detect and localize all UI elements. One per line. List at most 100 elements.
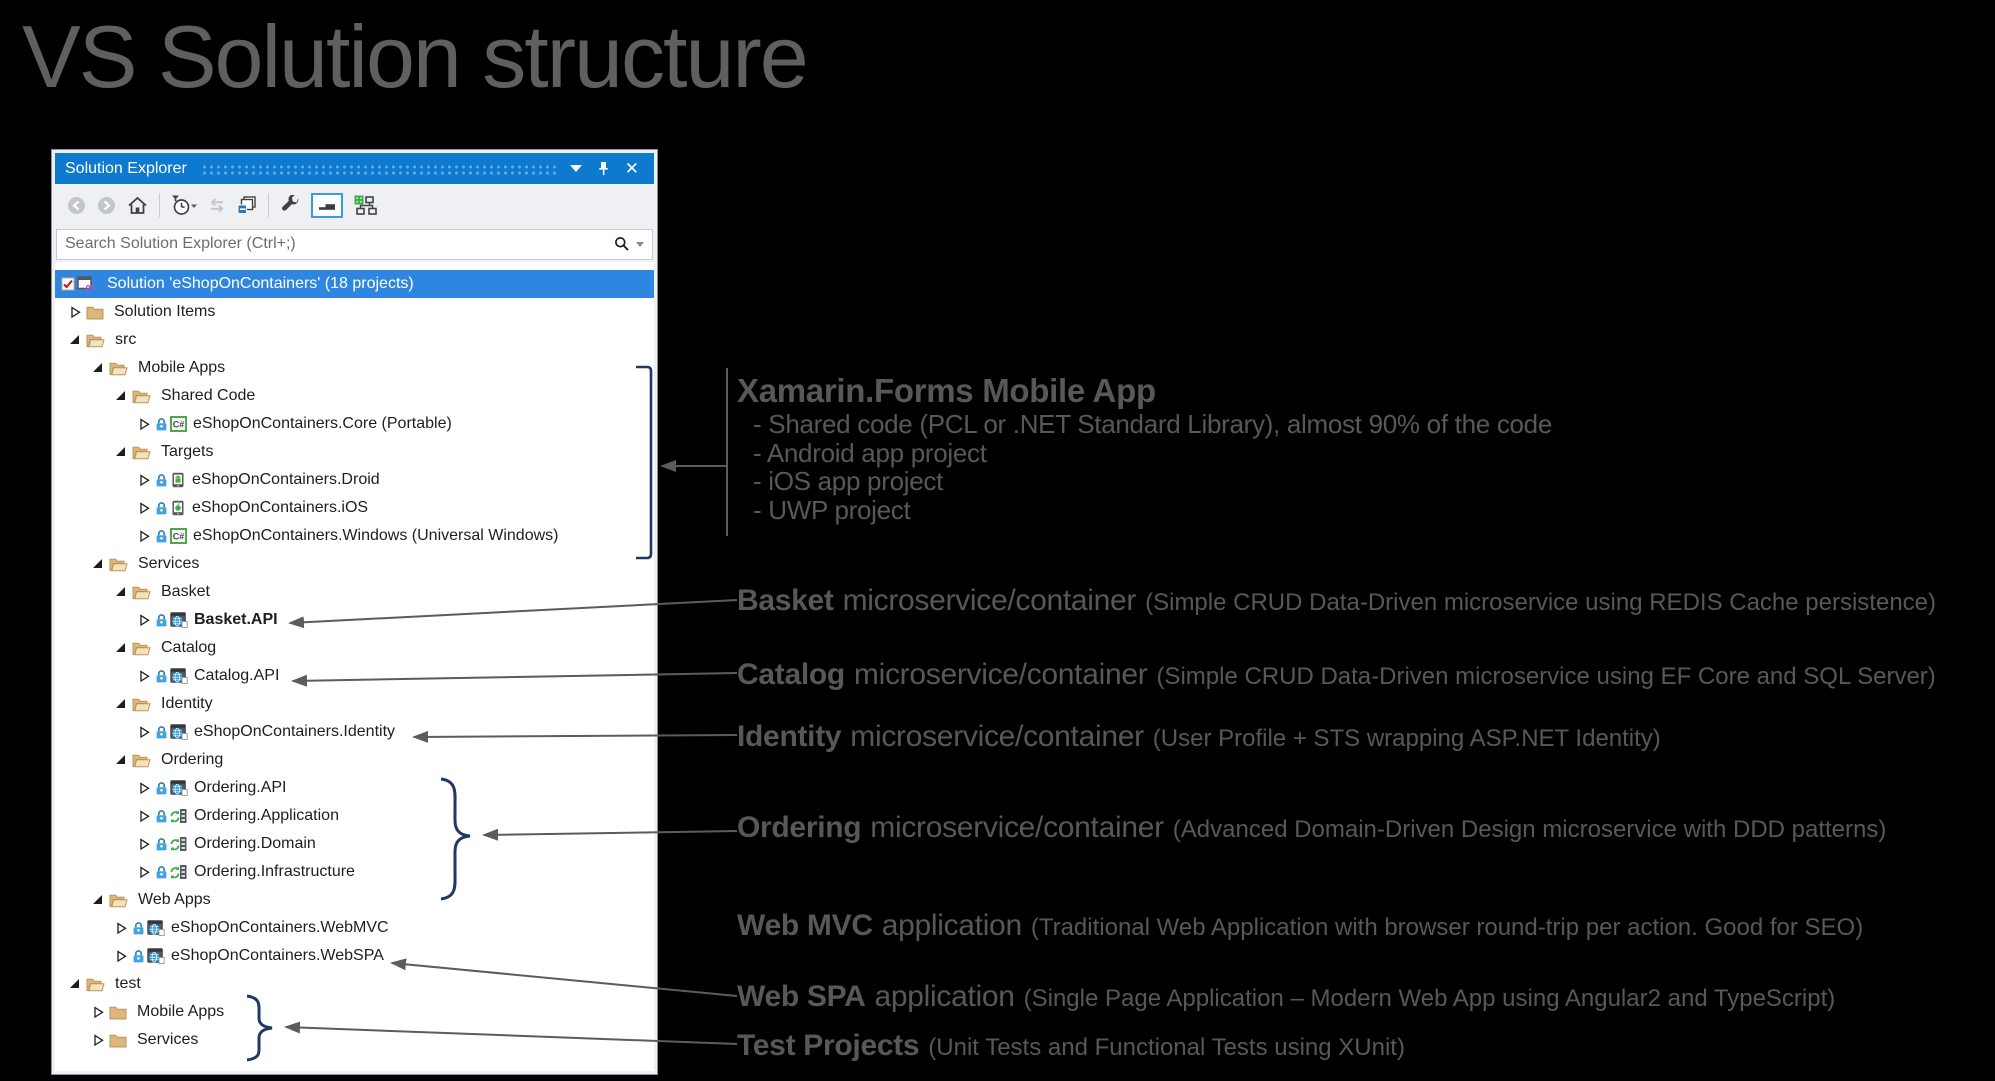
collapsed-arrow-icon[interactable] <box>139 613 155 627</box>
toolbar-separator <box>268 193 269 217</box>
expanded-arrow-icon[interactable] <box>116 754 132 766</box>
tree-item-label: eShopOnContainers.Windows (Universal Win… <box>193 527 559 544</box>
expanded-arrow-icon[interactable] <box>70 978 86 990</box>
tree-item-label: Ordering.API <box>194 779 287 796</box>
lock-icon <box>155 473 168 488</box>
expanded-arrow-icon[interactable] <box>116 390 132 402</box>
close-icon[interactable]: ✕ <box>624 159 639 178</box>
tree-item-eshoponcontainers-windows-universal-windows[interactable]: C# eShopOnContainers.Windows (Universal W… <box>55 522 654 550</box>
search-options-caret-icon[interactable] <box>636 241 644 247</box>
tree-item-web-apps[interactable]: Web Apps <box>55 886 654 914</box>
collapsed-arrow-icon[interactable] <box>116 921 132 935</box>
csharp-icon: C# <box>170 528 187 544</box>
pending-changes-filter-icon[interactable] <box>171 195 197 216</box>
navigate-back-icon[interactable] <box>67 196 86 215</box>
tree-item-test[interactable]: test <box>55 970 654 998</box>
expanded-arrow-icon[interactable] <box>93 362 109 374</box>
expanded-arrow-icon[interactable] <box>116 586 132 598</box>
collapsed-arrow-icon[interactable] <box>139 809 155 823</box>
tree-item-targets[interactable]: Targets <box>55 438 654 466</box>
window-position-icon[interactable] <box>569 165 582 172</box>
tree-item-label: Web Apps <box>138 891 211 908</box>
tree-item-label: Catalog <box>161 639 217 656</box>
tree-item-services[interactable]: Services <box>55 1026 654 1054</box>
annotation-xamarin-bullet: - Android app project <box>753 437 987 468</box>
search-input[interactable] <box>57 234 614 254</box>
preview-selected-items-icon[interactable] <box>311 192 343 218</box>
svg-text:C#: C# <box>173 531 185 541</box>
folder-closed-icon <box>109 1033 127 1048</box>
tree-item-label: Ordering <box>161 751 224 768</box>
tree-item-ordering-domain[interactable]: Ordering.Domain <box>55 830 654 858</box>
tree-item-label: Mobile Apps <box>138 359 226 376</box>
tree-item-basket-api[interactable]: Basket.API <box>55 606 654 634</box>
collapsed-arrow-icon[interactable] <box>139 501 155 515</box>
tree-item-basket[interactable]: Basket <box>55 578 654 606</box>
tree-item-eshoponcontainers-core-portable[interactable]: C#eShopOnContainers.Core (Portable) <box>55 410 654 438</box>
collapsed-arrow-icon[interactable] <box>70 305 86 319</box>
tree-item-eshoponcontainers-droid[interactable]: eShopOnContainers.Droid <box>55 466 654 494</box>
tree-item-ordering-infrastructure[interactable]: Ordering.Infrastructure <box>55 858 654 886</box>
expanded-arrow-icon[interactable] <box>116 642 132 654</box>
tree-item-mobile-apps[interactable]: Mobile Apps <box>55 998 654 1026</box>
tree-item-catalog-api[interactable]: Catalog.API <box>55 662 654 690</box>
annotation-regular-label: microservice/container <box>853 658 1148 691</box>
tree-item-eshoponcontainers-webspa[interactable]: eShopOnContainers.WebSPA <box>55 942 654 970</box>
tree-item-solution-eshoponcontainers-18-projects[interactable]: ∞Solution 'eShopOnContainers' (18 projec… <box>55 270 654 298</box>
tree-item-eshoponcontainers-ios[interactable]: eShopOnContainers.iOS <box>55 494 654 522</box>
collapse-all-icon[interactable] <box>237 195 257 215</box>
tree-item-ordering[interactable]: Ordering <box>55 746 654 774</box>
tree-item-mobile-apps[interactable]: Mobile Apps <box>55 354 654 382</box>
folder-open-icon <box>132 389 151 404</box>
collapsed-arrow-icon[interactable] <box>93 1005 109 1019</box>
collapsed-arrow-icon[interactable] <box>116 949 132 963</box>
collapsed-arrow-icon[interactable] <box>139 473 155 487</box>
tree-item-catalog[interactable]: Catalog <box>55 634 654 662</box>
annotation-regular-label: application <box>881 909 1022 942</box>
tree-item-eshoponcontainers-identity[interactable]: eShopOnContainers.Identity <box>55 718 654 746</box>
svg-text:∞: ∞ <box>85 280 96 293</box>
collapsed-arrow-icon[interactable] <box>139 725 155 739</box>
collapsed-arrow-icon[interactable] <box>139 417 155 431</box>
navigate-forward-icon[interactable] <box>97 196 116 215</box>
tree-item-eshoponcontainers-webmvc[interactable]: eShopOnContainers.WebMVC <box>55 914 654 942</box>
checked-checkbox-icon[interactable] <box>61 277 75 291</box>
auto-hide-pin-icon[interactable] <box>597 161 610 177</box>
folder-open-icon <box>109 893 128 908</box>
expanded-arrow-icon[interactable] <box>70 334 86 346</box>
tree-item-ordering-api[interactable]: Ordering.API <box>55 774 654 802</box>
expanded-arrow-icon[interactable] <box>116 698 132 710</box>
search-box[interactable] <box>56 228 653 260</box>
tree-item-identity[interactable]: Identity <box>55 690 654 718</box>
tree-item-services[interactable]: Services <box>55 550 654 578</box>
collapsed-arrow-icon[interactable] <box>139 669 155 683</box>
solution-explorer-titlebar[interactable]: Solution Explorer ✕ <box>55 153 654 184</box>
search-icon[interactable] <box>614 236 630 252</box>
home-icon[interactable] <box>127 196 148 215</box>
collapsed-arrow-icon[interactable] <box>139 837 155 851</box>
collapsed-arrow-icon[interactable] <box>139 529 155 543</box>
expanded-arrow-icon[interactable] <box>93 558 109 570</box>
tree-item-src[interactable]: src <box>55 326 654 354</box>
tree-item-label: eShopOnContainers.iOS <box>192 499 369 516</box>
tree-item-label: test <box>115 975 141 992</box>
tree-item-label: eShopOnContainers.WebSPA <box>171 947 384 964</box>
collapsed-arrow-icon[interactable] <box>139 865 155 879</box>
tree-item-solution-items[interactable]: Solution Items <box>55 298 654 326</box>
sync-with-active-document-icon[interactable] <box>208 197 226 214</box>
folder-open-icon <box>86 977 105 992</box>
csharp-icon: C# <box>170 416 187 432</box>
tree-item-shared-code[interactable]: Shared Code <box>55 382 654 410</box>
scope-to-this-icon[interactable] <box>354 195 378 216</box>
collapsed-arrow-icon[interactable] <box>93 1033 109 1047</box>
expanded-arrow-icon[interactable] <box>116 446 132 458</box>
properties-icon[interactable] <box>280 195 300 215</box>
web-icon <box>170 724 188 740</box>
annotation-detail: (Simple CRUD Data-Driven microservice us… <box>1145 589 1937 616</box>
expanded-arrow-icon[interactable] <box>93 894 109 906</box>
collapsed-arrow-icon[interactable] <box>139 781 155 795</box>
tree-item-label: Identity <box>161 695 213 712</box>
tree-item-ordering-application[interactable]: Ordering.Application <box>55 802 654 830</box>
ios-icon <box>170 500 186 516</box>
